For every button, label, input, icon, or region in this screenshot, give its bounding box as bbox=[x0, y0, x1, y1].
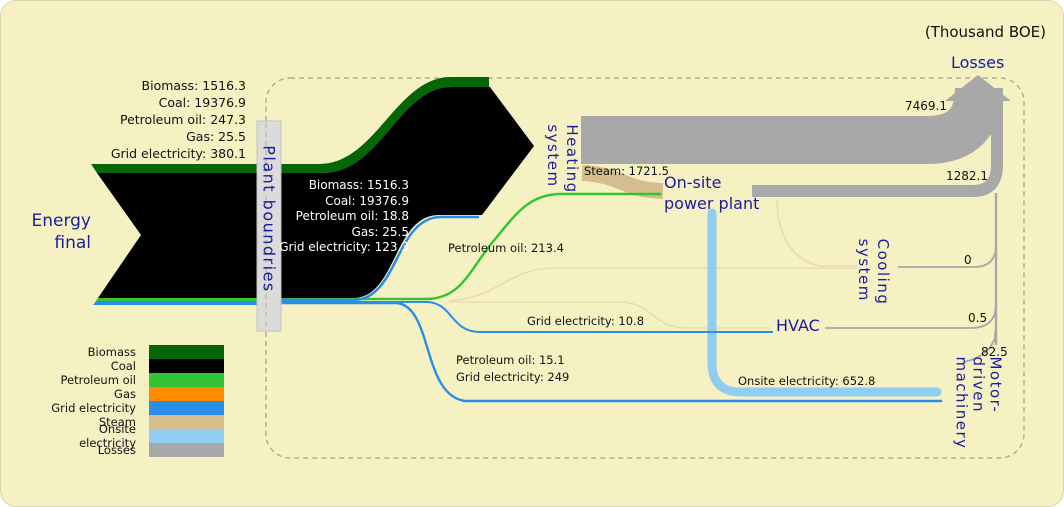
node-label-losses: Losses bbox=[951, 53, 1005, 72]
label-losses-7469: 7469.1 bbox=[905, 99, 947, 113]
label-petroleum-213: Petroleum oil: 213.4 bbox=[448, 241, 564, 255]
plant-boundary-dashed-box bbox=[265, 77, 1025, 459]
legend-item-biomass: Biomass bbox=[41, 345, 224, 359]
legend-swatch-coal bbox=[149, 359, 224, 373]
legend-swatch-grid-electricity bbox=[149, 401, 224, 415]
flow-losses-7469 bbox=[581, 86, 1003, 164]
flow-faint-to-hvac bbox=[449, 301, 771, 329]
band-left-biomass bbox=[91, 164, 279, 173]
legend-swatch-gas bbox=[149, 387, 224, 401]
legend-item-steam: Steam bbox=[41, 415, 224, 429]
units-title: (Thousand BOE) bbox=[924, 23, 1046, 41]
label-losses-0-5: 0.5 bbox=[968, 311, 988, 325]
legend-swatch-steam bbox=[149, 415, 224, 429]
flow-losses-cooling-0 bbox=[898, 211, 997, 268]
losses-arrowhead bbox=[945, 75, 1011, 101]
label-losses-1282: 1282.1 bbox=[946, 169, 988, 183]
flow-onsite-electricity-652 bbox=[707, 208, 942, 397]
flow-steam-1721 bbox=[581, 165, 664, 199]
legend-item-gas: Gas bbox=[41, 387, 224, 401]
plant-boundary-bar bbox=[256, 120, 282, 332]
input-flow-labels: Biomass: 1516.3 Coal: 19376.9 Petroleum … bbox=[110, 78, 246, 161]
band-mid-biomass bbox=[279, 77, 489, 173]
flow-faint-powerplant-to-cooling bbox=[776, 198, 857, 267]
node-label-motor-driven-machinery: Motor- driven machinery bbox=[952, 356, 1005, 450]
label-losses-82-5: 82.5 bbox=[981, 345, 1008, 359]
label-grid-249: Grid electricity: 249 bbox=[456, 370, 570, 384]
node-label-hvac: HVAC bbox=[776, 316, 820, 335]
flow-grid-249-petroleum-15 bbox=[279, 301, 942, 403]
legend-swatch-biomass bbox=[149, 345, 224, 359]
legend-item-losses: Losses bbox=[41, 443, 224, 457]
flow-faint-to-cooling bbox=[448, 267, 857, 302]
legend-item-onsite-electricity: Onsite electricity bbox=[41, 422, 224, 450]
flow-losses-1282 bbox=[752, 93, 1003, 197]
label-petroleum-15-1: Petroleum oil: 15.1 bbox=[456, 353, 565, 367]
label-grid-10-8: Grid electricity: 10.8 bbox=[527, 314, 645, 328]
legend-item-grid-electricity: Grid electricity bbox=[41, 401, 224, 415]
band-left-grid bbox=[93, 301, 279, 305]
band-mid-coal-arrow bbox=[279, 87, 534, 298]
legend-item-coal: Coal bbox=[41, 359, 224, 373]
label-onsite-652-8: Onsite electricity: 652.8 bbox=[738, 374, 876, 388]
node-label-heating-system: Heating system bbox=[544, 124, 581, 194]
band-left-petroleum bbox=[96, 298, 279, 301]
label-losses-0: 0 bbox=[964, 253, 972, 267]
label-steam-value: Steam: 1721.5 bbox=[584, 164, 669, 178]
legend: Biomass Coal Petroleum oil Gas Grid elec… bbox=[41, 345, 224, 457]
legend-swatch-losses bbox=[149, 443, 224, 457]
legend-swatch-petroleum-oil bbox=[149, 373, 224, 387]
legend-item-petroleum-oil: Petroleum oil bbox=[41, 373, 224, 387]
legend-swatch-onsite-electricity bbox=[149, 429, 224, 443]
node-label-energy-final: Energy final bbox=[31, 211, 91, 253]
flow-petroleum-213 bbox=[279, 192, 661, 301]
inside-boundary-flow-labels: Biomass: 1516.3 Coal: 19376.9 Petroleum … bbox=[279, 178, 409, 254]
band-mid-grid-edge bbox=[279, 215, 479, 302]
node-label-onsite-power-plant: On-site power plant bbox=[664, 173, 760, 213]
band-left-coal bbox=[97, 173, 279, 298]
node-label-cooling-system: Cooling system bbox=[855, 238, 892, 306]
flow-grid-10_8 bbox=[279, 301, 773, 333]
